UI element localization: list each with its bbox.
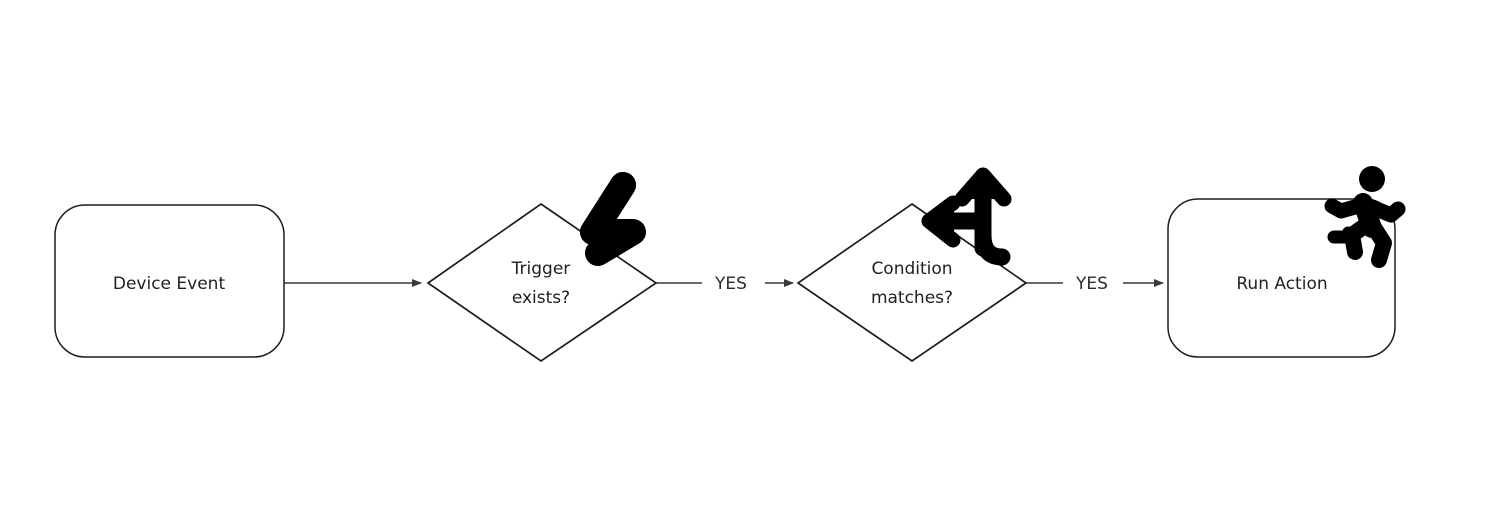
running-person-icon: [1324, 166, 1406, 268]
edge-label-yes-1: YES: [714, 274, 747, 294]
node-condition-matches[interactable]: Condition matches?: [796, 202, 1028, 363]
condition-matches-label-line2: matches?: [871, 288, 953, 308]
run-action-label: Run Action: [1236, 274, 1327, 294]
trigger-exists-shape[interactable]: [426, 202, 658, 363]
device-event-label: Device Event: [113, 274, 226, 294]
device-event-shape[interactable]: [54, 204, 285, 358]
branch-arrow-icon: [921, 167, 1012, 266]
trigger-exists-label-line2: exists?: [512, 288, 570, 308]
trigger-exists-label-line1: Trigger: [511, 259, 571, 279]
condition-matches-label-line1: Condition: [871, 259, 952, 279]
edge-label-yes-2: YES: [1075, 274, 1108, 294]
lightning-bolt-icon: [580, 172, 646, 266]
condition-matches-shape[interactable]: [796, 202, 1028, 363]
edge-trigger-to-condition: YES: [656, 274, 794, 294]
node-trigger-exists[interactable]: Trigger exists?: [426, 202, 658, 363]
node-device-event[interactable]: Device Event: [54, 204, 285, 358]
edge-condition-to-action: YES: [1026, 274, 1164, 294]
